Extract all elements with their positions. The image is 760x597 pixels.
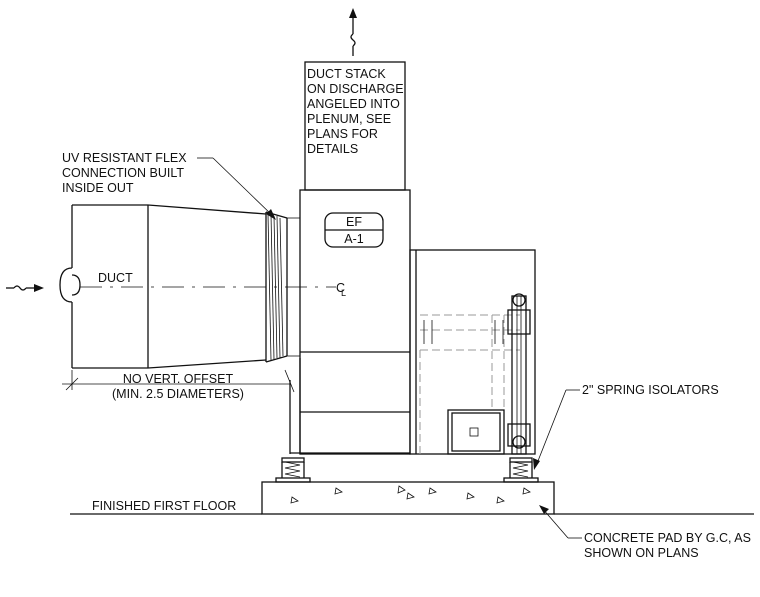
discharge-flow-arrow — [349, 8, 357, 56]
finished-floor-label: FINISHED FIRST FLOOR — [92, 499, 236, 513]
spring-isolator-left — [275, 457, 311, 483]
svg-text:L: L — [341, 288, 346, 298]
offset-dimension: NO VERT. OFFSET (MIN. 2.5 DIAMETERS) — [62, 369, 295, 401]
flex-connection-callout: UV RESISTANT FLEX CONNECTION BUILT INSID… — [62, 151, 276, 220]
inlet-duct: DUCT — [59, 204, 267, 369]
duct-label: DUCT — [98, 271, 133, 285]
offset-label-line1: NO VERT. OFFSET — [123, 372, 234, 386]
svg-text:C: C — [336, 281, 345, 295]
tag-top-text: EF — [346, 215, 362, 229]
inlet-flow-arrow — [6, 284, 44, 292]
concrete-pad-callout: CONCRETE PAD BY G.C, AS SHOWN ON PLANS — [539, 505, 754, 560]
spring-isolators-callout: 2" SPRING ISOLATORS — [533, 383, 719, 470]
spring-isolator-right — [503, 457, 539, 483]
concrete-pad-label: CONCRETE PAD BY G.C, AS SHOWN ON PLANS — [584, 531, 754, 560]
equipment-tag: EF A-1 — [324, 212, 384, 248]
drive-section — [409, 249, 536, 455]
centerline-symbol: C L — [336, 281, 346, 298]
finished-floor-line: FINISHED FIRST FLOOR — [70, 499, 754, 515]
duct-stack-label: DUCT STACK ON DISCHARGE ANGELED INTO PLE… — [307, 67, 407, 156]
tag-bottom-text: A-1 — [344, 232, 364, 246]
spring-isolators-label: 2" SPRING ISOLATORS — [582, 383, 719, 397]
flex-connection — [265, 211, 288, 363]
concrete-pad — [261, 481, 555, 515]
offset-label-line2: (MIN. 2.5 DIAMETERS) — [112, 387, 244, 401]
flex-connection-label: UV RESISTANT FLEX CONNECTION BUILT INSID… — [62, 151, 190, 195]
